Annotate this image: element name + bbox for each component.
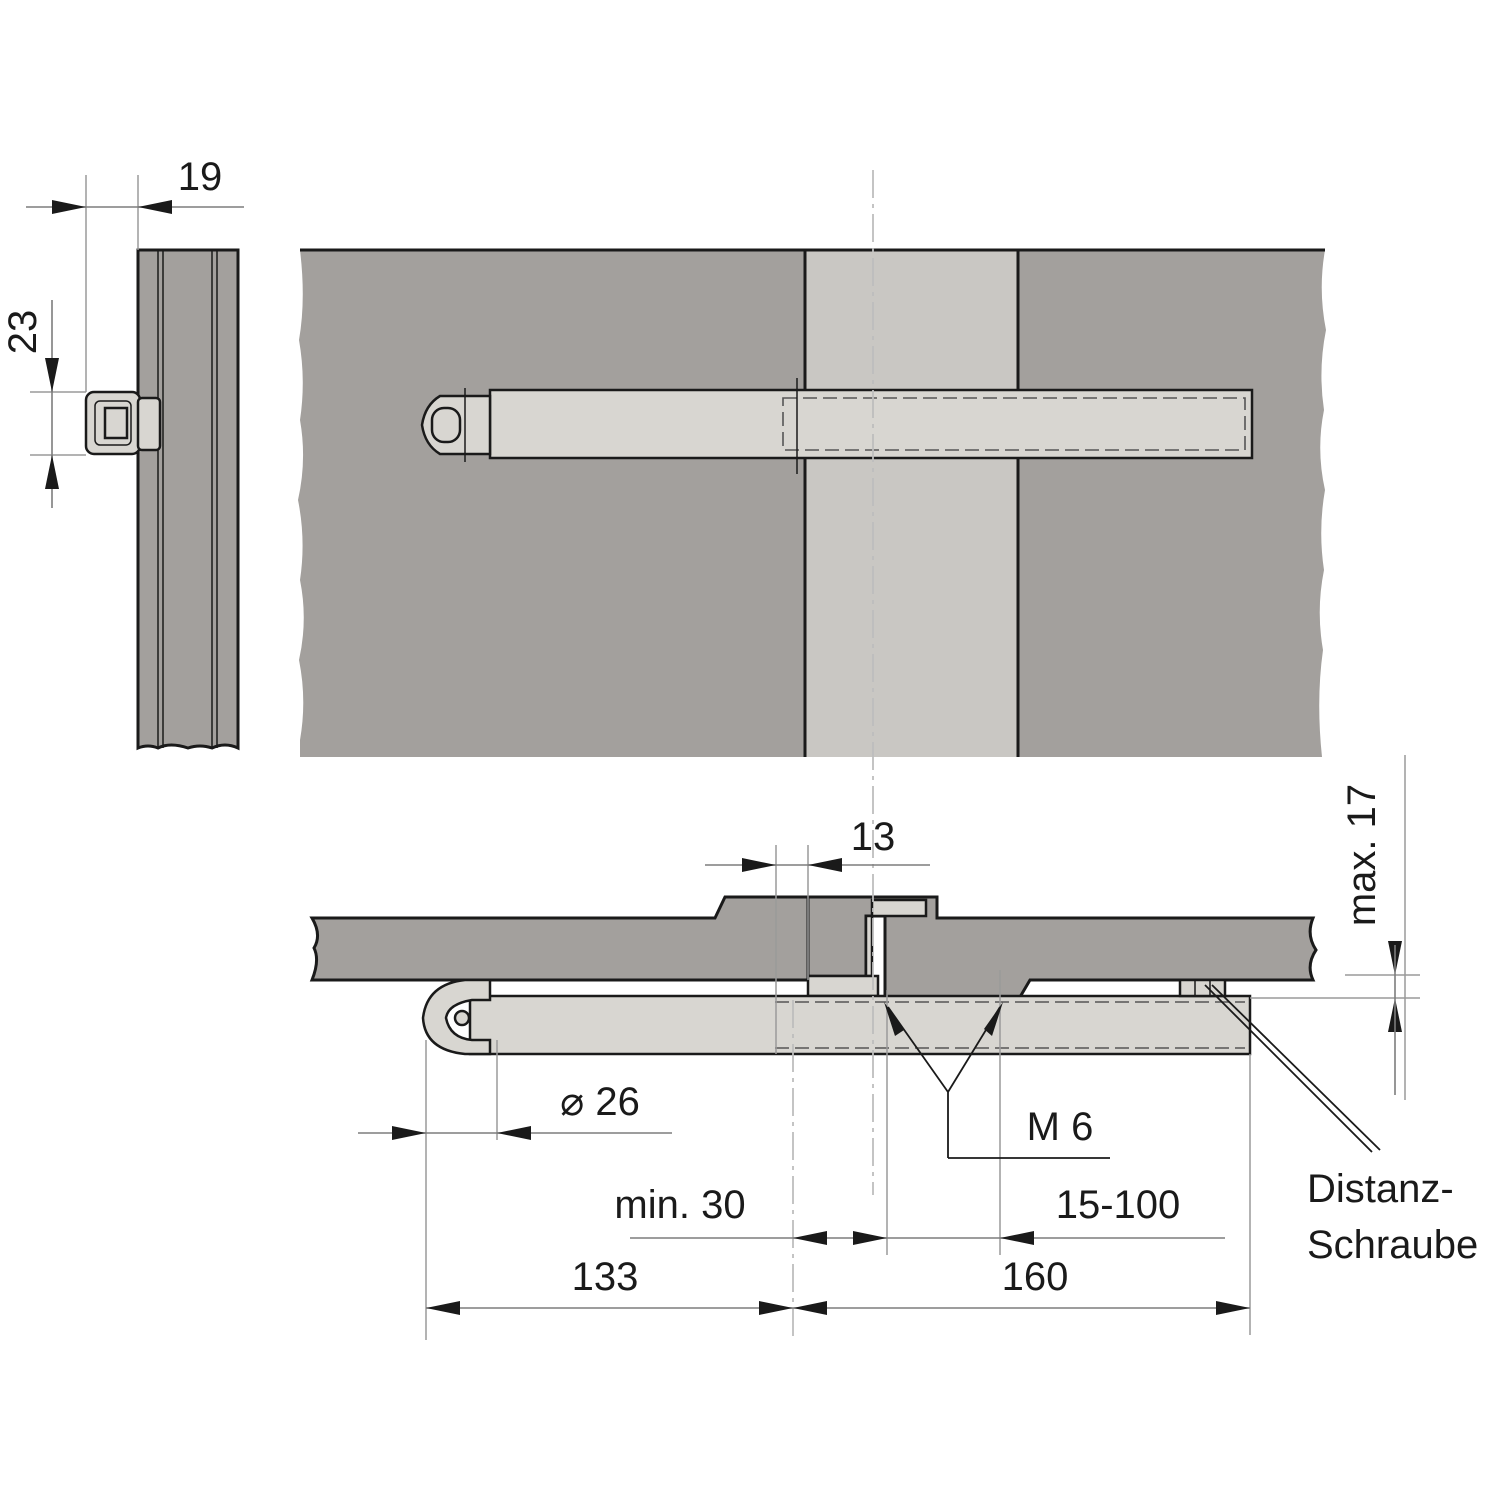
dim-side-width: 19	[178, 155, 223, 199]
side-view: 19 23	[1, 155, 244, 751]
dim-length-160: 160	[1002, 1255, 1069, 1299]
label-distance-screw-1: Distanz-	[1307, 1167, 1454, 1211]
dim-max-17: max. 17	[1340, 784, 1384, 926]
arm-fitting	[421, 978, 1252, 1056]
left-door-section	[309, 895, 810, 982]
front-view	[298, 248, 1326, 757]
top-view: 13 max. 17 ⌀ 26 M 6 min. 30 15-100 133 1…	[309, 170, 1478, 1340]
side-fitting-icon	[84, 390, 162, 456]
mount-plate	[806, 974, 880, 998]
roller-icon	[421, 978, 492, 1056]
dim-min-30: min. 30	[614, 1183, 745, 1227]
dim-offset-13: 13	[851, 815, 896, 859]
center-gap-panel	[805, 250, 1018, 757]
label-distance-screw-2: Schraube	[1307, 1223, 1478, 1267]
left-door-panel	[298, 250, 805, 757]
right-door-panel	[1018, 250, 1326, 757]
label-thread: M 6	[1027, 1105, 1094, 1149]
dim-range: 15-100	[1056, 1183, 1181, 1227]
front-fitting	[420, 378, 1254, 474]
dim-diameter: ⌀ 26	[560, 1080, 640, 1124]
dim-length-133: 133	[572, 1255, 639, 1299]
distance-screw-head	[1178, 978, 1227, 998]
side-panel	[136, 248, 240, 751]
dim-side-height: 23	[1, 310, 45, 355]
